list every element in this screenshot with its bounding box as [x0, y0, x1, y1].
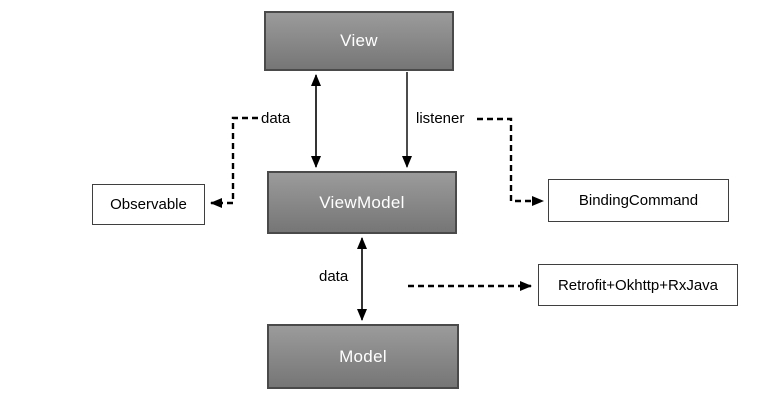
edge-label-listener: listener [416, 110, 465, 127]
node-bindingcommand: BindingCommand [548, 179, 729, 222]
node-retrofit: Retrofit+Okhttp+RxJava [538, 264, 738, 306]
node-model: Model [267, 324, 459, 389]
dashed-arrow-data-to-observable [210, 116, 258, 208]
node-viewmodel: ViewModel [267, 171, 457, 234]
node-retrofit-label: Retrofit+Okhttp+RxJava [557, 276, 719, 294]
edge-label-data-top: data [261, 110, 291, 127]
node-model-label: Model [339, 346, 387, 366]
node-view-label: View [340, 31, 378, 50]
dashed-arrow-listener-to-bindingcommand [477, 117, 544, 206]
node-observable: Observable [92, 184, 205, 225]
node-bindingcommand-label: BindingCommand [578, 192, 699, 209]
node-viewmodel-label: ViewModel [319, 192, 405, 212]
node-observable-label: Observable [110, 196, 187, 213]
edge-label-data-bottom: data [319, 268, 349, 285]
node-view: View [264, 11, 454, 71]
